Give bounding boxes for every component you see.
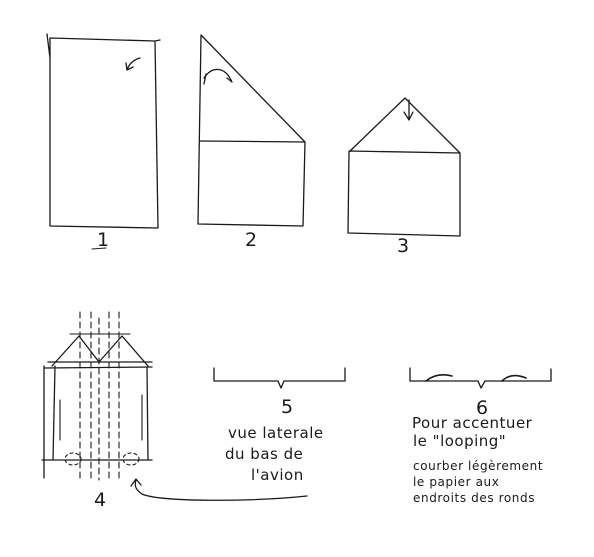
step-1-label-underline (91, 247, 107, 250)
round-mark-left-icon (64, 452, 82, 466)
looping-note-line-5: endroits des ronds (413, 491, 535, 505)
step-4-label: 4 (94, 489, 106, 511)
looping-note-line-1: Pour accentuer (412, 414, 533, 432)
step-3-label: 3 (397, 235, 409, 257)
step-1-sheet (46, 33, 161, 229)
step-5-side-profile (213, 367, 346, 389)
down-arrow-icon (403, 99, 414, 121)
round-mark-right-icon (122, 452, 140, 466)
pointer-arrow-icon (130, 478, 308, 501)
side-view-note-line-2: du bas de (225, 445, 303, 463)
looping-note-line-3: courber légèrement (413, 459, 543, 473)
step-4-outline (41, 335, 153, 479)
fold-arrow-icon (125, 57, 141, 71)
looping-note-line-2: le "looping" (413, 432, 506, 450)
step-1-label: 1 (97, 229, 109, 251)
step-2-figure (197, 34, 306, 227)
step-2-sheet (197, 34, 306, 227)
fold-arrow-icon (203, 68, 233, 85)
step-6-curved-edges (425, 374, 527, 382)
step-2-label: 2 (245, 229, 257, 251)
step-6-label: 6 (476, 397, 488, 419)
looping-note-line-4: le papier aux (413, 475, 499, 489)
step-1-figure (46, 33, 161, 229)
step-4-fold-guides (79, 311, 120, 481)
step-3-figure (347, 97, 461, 237)
step-3-sheet (347, 97, 461, 237)
step-5-label: 5 (281, 396, 293, 418)
step-4-side-lines (59, 333, 143, 441)
side-view-note-line-1: vue laterale (228, 424, 324, 442)
side-view-note-line-3: l'avion (251, 466, 304, 484)
step-6-side-profile (409, 367, 552, 389)
step-4-figure (41, 311, 153, 481)
